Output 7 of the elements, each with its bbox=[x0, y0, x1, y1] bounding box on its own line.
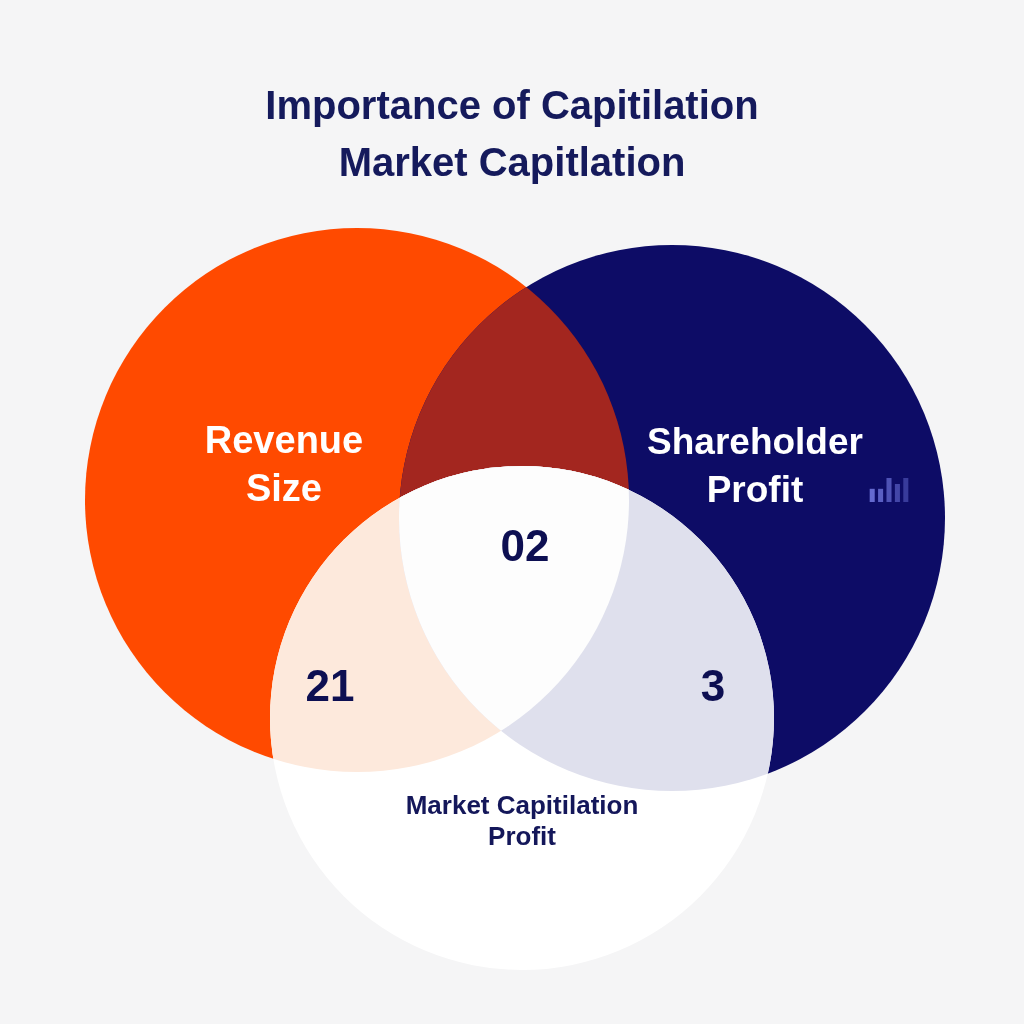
circle-label: Market Capitilation Profit bbox=[405, 790, 639, 852]
region-number: 3 bbox=[700, 662, 726, 710]
circle-label: Shareholder Profit bbox=[646, 420, 864, 512]
diagram-title: Importance of Capitilation Market Capitlation bbox=[264, 82, 760, 186]
circle-label: Revenue Size bbox=[204, 418, 364, 511]
region-number: 21 bbox=[305, 662, 355, 710]
region-number: 02 bbox=[500, 522, 550, 570]
